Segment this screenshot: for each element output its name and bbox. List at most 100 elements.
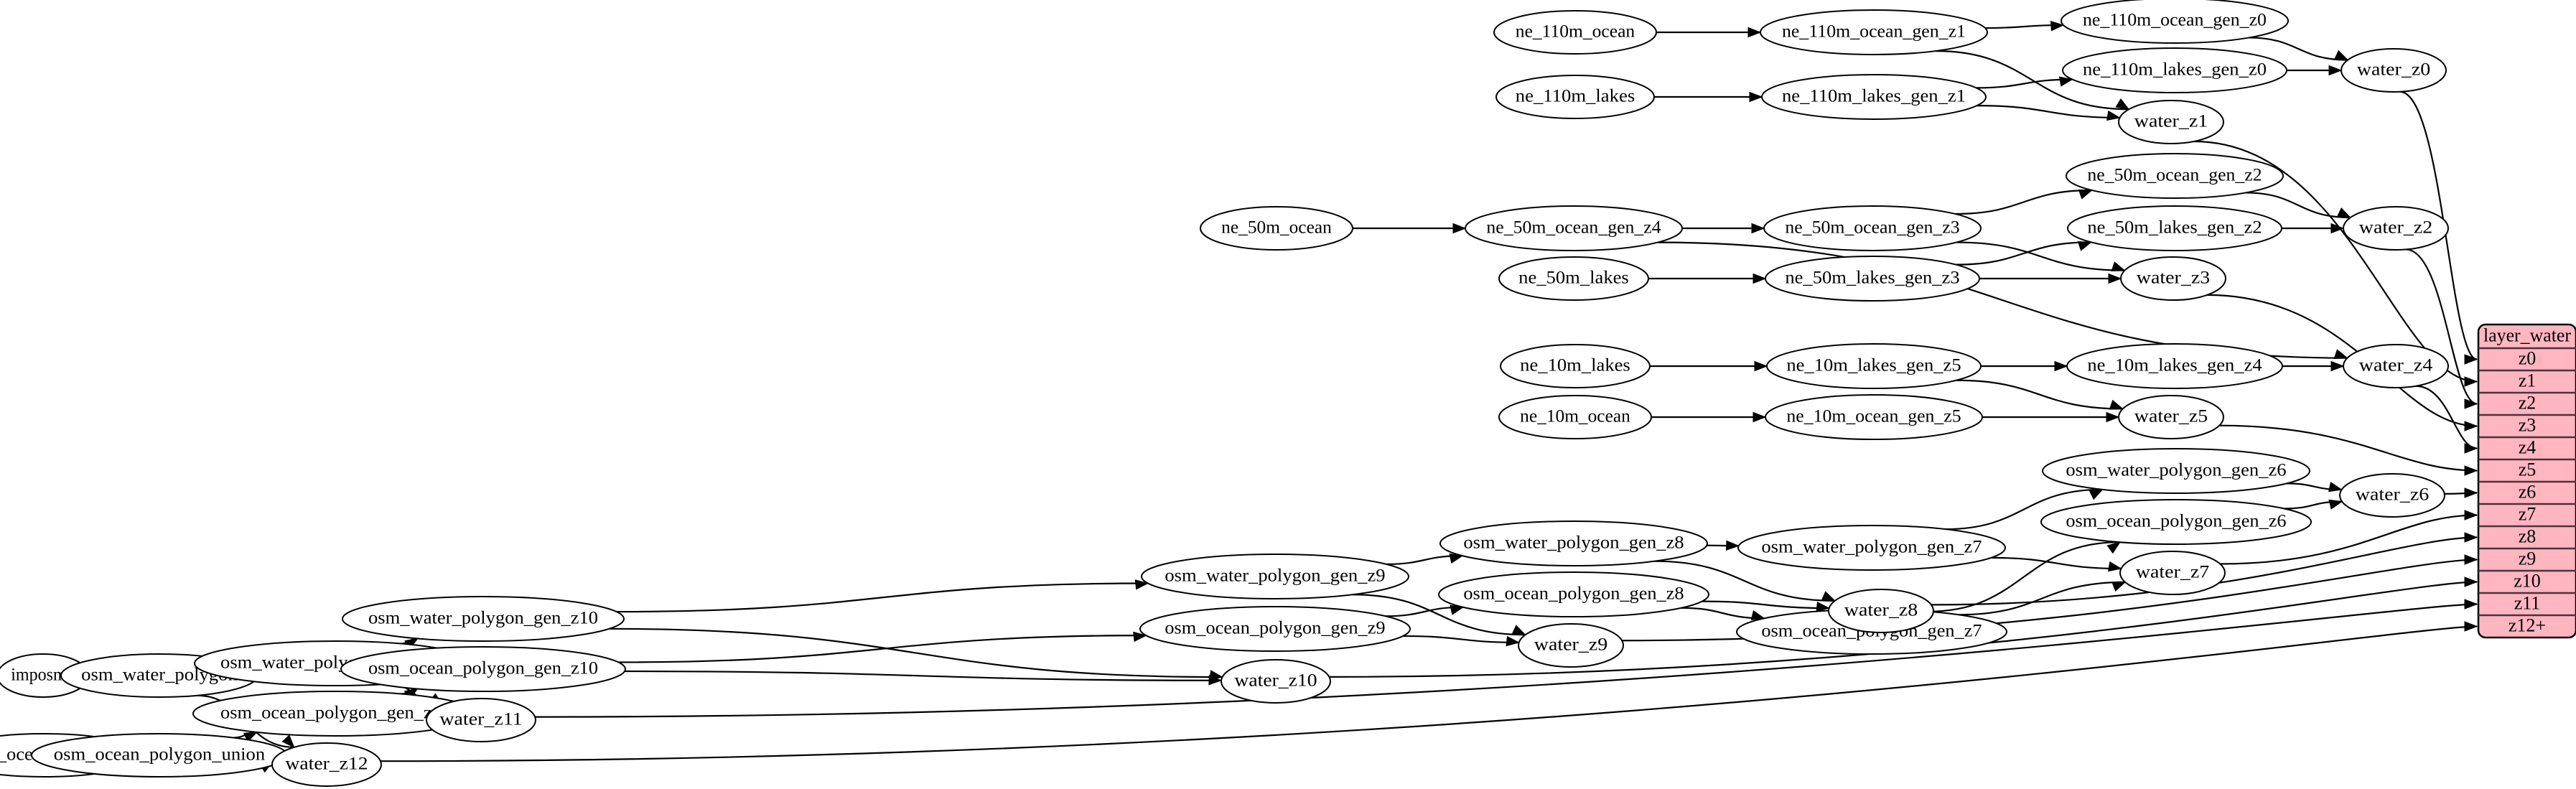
table-row-z8[interactable]: z8 (2478, 526, 2576, 548)
edge-arrowhead (1134, 579, 1149, 590)
node-ne_10m_ocean[interactable]: ne_10m_ocean (1498, 395, 1652, 439)
table-row-z3[interactable]: z3 (2478, 414, 2576, 437)
node-ne_110m_lakes[interactable]: ne_110m_lakes (1495, 75, 1655, 119)
node-ne_110m_ocean_gen_z1[interactable]: ne_110m_ocean_gen_z1 (1760, 9, 1988, 55)
node-water_z7[interactable]: water_z7 (2119, 551, 2226, 595)
node-shape (1761, 74, 1987, 120)
node-ne_10m_lakes[interactable]: ne_10m_lakes (1500, 344, 1651, 388)
node-water_z2[interactable]: water_z2 (2343, 206, 2449, 251)
table-row-hitbox[interactable] (2478, 459, 2576, 482)
node-osm_water_polygon_gen_z7[interactable]: osm_water_polygon_gen_z7 (1737, 525, 2006, 571)
node-ne_50m_ocean_gen_z2[interactable]: ne_50m_ocean_gen_z2 (2066, 153, 2284, 199)
node-ne_10m_ocean_gen_z5[interactable]: ne_10m_ocean_gen_z5 (1765, 394, 1983, 440)
node-ne_110m_ocean[interactable]: ne_110m_ocean (1493, 10, 1657, 55)
table-row-z5[interactable]: z5 (2478, 459, 2576, 482)
node-ne_110m_lakes_gen_z1[interactable]: ne_110m_lakes_gen_z1 (1761, 74, 1987, 120)
edge-osm_ocean_polygon_gen_z7-to-water_z7 (1959, 581, 2126, 616)
edge-arrowhead (1208, 675, 1223, 686)
table-row-hitbox[interactable] (2478, 482, 2576, 504)
node-water_z9[interactable]: water_z9 (1518, 623, 1624, 668)
table-row-hitbox[interactable] (2478, 548, 2576, 571)
node-water_z11[interactable]: water_z11 (426, 698, 536, 742)
edge-arrowhead (2464, 376, 2478, 387)
node-osm_ocean_polygon_gen_z10[interactable]: osm_ocean_polygon_gen_z10 (340, 646, 626, 692)
table-row-hitbox[interactable] (2478, 504, 2576, 526)
node-ne_50m_ocean_gen_z4[interactable]: ne_50m_ocean_gen_z4 (1465, 205, 1683, 251)
node-water_z3[interactable]: water_z3 (2120, 256, 2226, 301)
edge-arrowhead (2464, 398, 2478, 409)
edge-osm_water_polygon_gen_z8-to-water_z8 (1654, 560, 1835, 602)
table-row-hitbox[interactable] (2478, 370, 2576, 393)
node-osm_ocean_polygon_gen_z9[interactable]: osm_ocean_polygon_gen_z9 (1139, 606, 1411, 652)
node-shape (1221, 659, 1331, 704)
table-row-z0[interactable]: z0 (2478, 347, 2576, 370)
edge-arrowhead (2336, 207, 2352, 218)
node-osm_water_polygon_gen_z6[interactable]: osm_water_polygon_gen_z6 (2042, 448, 2310, 494)
node-osm_ocean_polygon_union[interactable]: osm_ocean_polygon_union (31, 733, 288, 778)
node-water_z8[interactable]: water_z8 (1828, 589, 1934, 633)
edge-arrowhead (2464, 599, 2478, 610)
table-row-z2[interactable]: z2 (2478, 392, 2576, 415)
node-shape (2119, 551, 2226, 595)
node-shape (2061, 0, 2289, 44)
node-ne_50m_lakes_gen_z2[interactable]: ne_50m_lakes_gen_z2 (2067, 205, 2282, 251)
table-row-z1[interactable]: z1 (2478, 370, 2576, 393)
node-osm_water_polygon_gen_z9[interactable]: osm_water_polygon_gen_z9 (1141, 554, 1409, 599)
node-shape (1495, 75, 1655, 119)
node-ne_50m_lakes_gen_z3[interactable]: ne_50m_lakes_gen_z3 (1765, 256, 1980, 302)
node-osm_water_polygon_gen_z8[interactable]: osm_water_polygon_gen_z8 (1439, 520, 1708, 566)
node-water_z10[interactable]: water_z10 (1221, 659, 1331, 704)
node-osm_ocean_polygon_gen_z8[interactable]: osm_ocean_polygon_gen_z8 (1438, 571, 1709, 617)
table-row-z4[interactable]: z4 (2478, 436, 2576, 459)
table-row-hitbox[interactable] (2478, 437, 2576, 459)
table-row-hitbox[interactable] (2478, 415, 2576, 437)
node-osm_ocean_polygon_gen_z6[interactable]: osm_ocean_polygon_gen_z6 (2040, 499, 2312, 545)
node-shape (1141, 554, 1409, 599)
node-shape (1828, 589, 1934, 633)
table-row-z6[interactable]: z6 (2478, 481, 2576, 504)
node-ne_50m_lakes[interactable]: ne_50m_lakes (1498, 256, 1649, 301)
table-row-hitbox[interactable] (2478, 571, 2576, 593)
table-row-hitbox[interactable] (2478, 526, 2576, 548)
node-shape (2040, 499, 2312, 545)
layer-water-table[interactable]: layer_waterz0z1z2z3z4z5z6z7z8z9z10z11z12… (2477, 323, 2576, 639)
node-shape (31, 733, 288, 778)
node-water_z4[interactable]: water_z4 (2343, 344, 2449, 388)
node-water_z5[interactable]: water_z5 (2118, 395, 2224, 439)
node-ne_50m_ocean_gen_z3[interactable]: ne_50m_ocean_gen_z3 (1763, 205, 1982, 251)
table-row-hitbox[interactable] (2478, 348, 2576, 370)
node-ne_110m_ocean_gen_z0[interactable]: ne_110m_ocean_gen_z0 (2061, 0, 2289, 44)
table-row-hitbox[interactable] (2478, 615, 2576, 638)
edge-arrowhead (281, 734, 295, 748)
node-water_z0[interactable]: water_z0 (2341, 48, 2447, 93)
table-row-z7[interactable]: z7 (2478, 503, 2576, 526)
table-row-hitbox[interactable] (2478, 593, 2576, 615)
node-water_z12[interactable]: water_z12 (271, 742, 382, 787)
node-ne_50m_ocean[interactable]: ne_50m_ocean (1200, 206, 1353, 251)
node-shape (1518, 623, 1624, 668)
node-shape (1139, 606, 1411, 652)
edge-arrowhead (1751, 223, 1765, 234)
edge-arrowhead (2464, 510, 2478, 520)
edge-arrowhead (2464, 576, 2478, 587)
table-row-z11[interactable]: z11 (2478, 592, 2576, 615)
edge-arrowhead (1821, 591, 1836, 602)
node-ne_10m_lakes_gen_z5[interactable]: ne_10m_lakes_gen_z5 (1766, 343, 1982, 389)
node-water_z6[interactable]: water_z6 (2339, 473, 2445, 518)
table-row-z10[interactable]: z10 (2478, 570, 2576, 593)
node-ne_110m_lakes_gen_z0[interactable]: ne_110m_lakes_gen_z0 (2062, 47, 2287, 93)
table-row-z9[interactable]: z9 (2478, 548, 2576, 571)
edge-ne_110m_ocean_gen_z1-to-water_z1 (1936, 50, 2129, 111)
edge-arrowhead (2464, 487, 2478, 498)
edge-arrowhead (2054, 360, 2068, 372)
table-row-hitbox[interactable] (2478, 393, 2576, 415)
edge-arrowhead (1452, 223, 1467, 234)
node-osm_water_polygon_gen_z10[interactable]: osm_water_polygon_gen_z10 (342, 596, 625, 642)
node-shape (1200, 206, 1353, 251)
node-ne_10m_lakes_gen_z4[interactable]: ne_10m_lakes_gen_z4 (2066, 343, 2283, 389)
edge-arrowhead (1749, 91, 1763, 103)
edge-arrowhead (2464, 354, 2478, 365)
node-shape (2339, 473, 2445, 518)
table-row-z12+[interactable]: z12+ (2478, 615, 2576, 638)
node-water_z1[interactable]: water_z1 (2118, 100, 2224, 144)
